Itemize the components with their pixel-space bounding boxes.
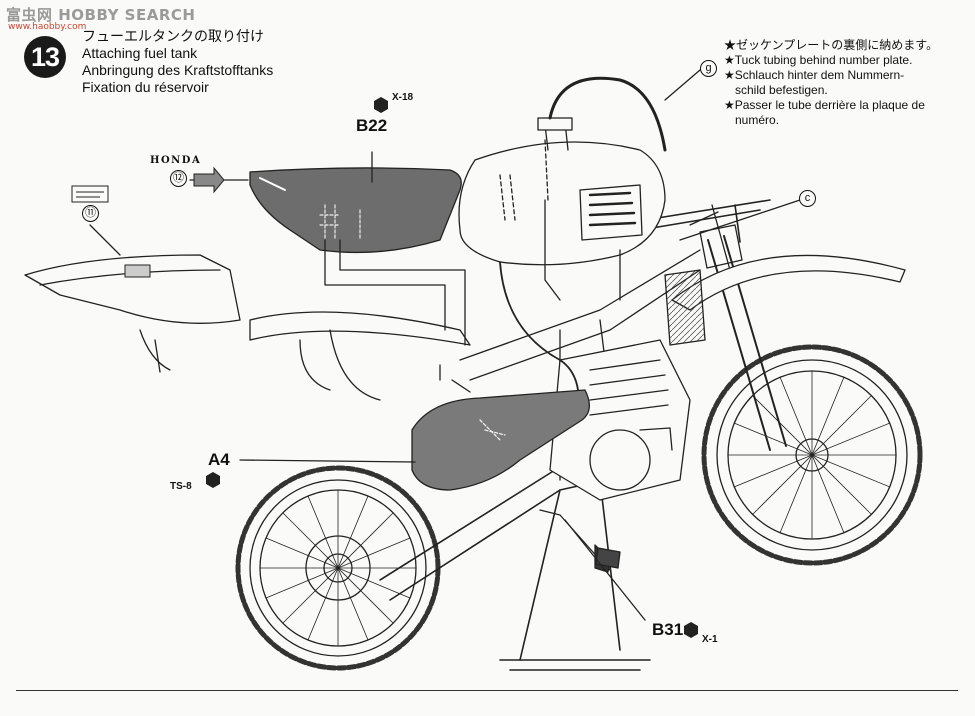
engine [549,339,691,501]
note-jp: ★ゼッケンプレートの裏側に納めます。 [724,38,939,52]
part-callout-c: c [799,190,816,207]
part-label-b22: B22 [356,116,388,135]
step-title-fr: Fixation du réservoir [82,79,209,95]
front-wheel [701,344,923,566]
fuel-tank [458,117,666,266]
watermark-logo: 富虫网 HOBBY SEARCH [6,6,196,24]
seat-part-b22 [249,167,462,254]
note-de-2: schild befestigen. [735,83,828,97]
note-fr-1: ★Passer le tube derrière la plaque de [724,98,925,112]
side-cover-part-a4 [411,389,590,491]
decal-callout-11: ⑪ [82,205,99,222]
step-title-de: Anbringung des Kraftstofftanks [82,62,274,78]
hex-nut-icon [374,97,388,113]
step-title-jp: フューエルタンクの取り付け [82,28,264,44]
step-title-en: Attaching fuel tank [82,45,198,61]
part-label-x18: X-18 [392,92,414,103]
step-number-badge: 13 [24,36,66,78]
part-callout-g: g [700,60,717,77]
step-title-block: フューエルタンクの取り付け Attaching fuel tank Anbrin… [82,28,273,96]
hex-nut-icon [684,622,698,638]
decal-callout-12: ⑫ [170,170,187,187]
rear-wheel [235,465,441,671]
bottom-divider [16,690,958,691]
honda-decal-text: HONDA [150,155,202,166]
part-label-x1: X-1 [702,634,718,645]
part-label-a4: A4 [208,450,230,469]
part-label-ts8: TS-8 [170,481,192,492]
part-label-b31: B31 [652,620,684,639]
arrow-right-icon [193,166,225,194]
tubing-note: ★ゼッケンプレートの裏側に納めます。 ★Tuck tubing behind n… [724,38,974,128]
note-de-1: ★Schlauch hinter dem Nummern- [724,68,905,82]
watermark-url: www.haobby.com [8,22,87,32]
hex-nut-icon [206,472,220,488]
note-en: ★Tuck tubing behind number plate. [724,53,913,67]
note-fr-2: numéro. [735,113,780,127]
